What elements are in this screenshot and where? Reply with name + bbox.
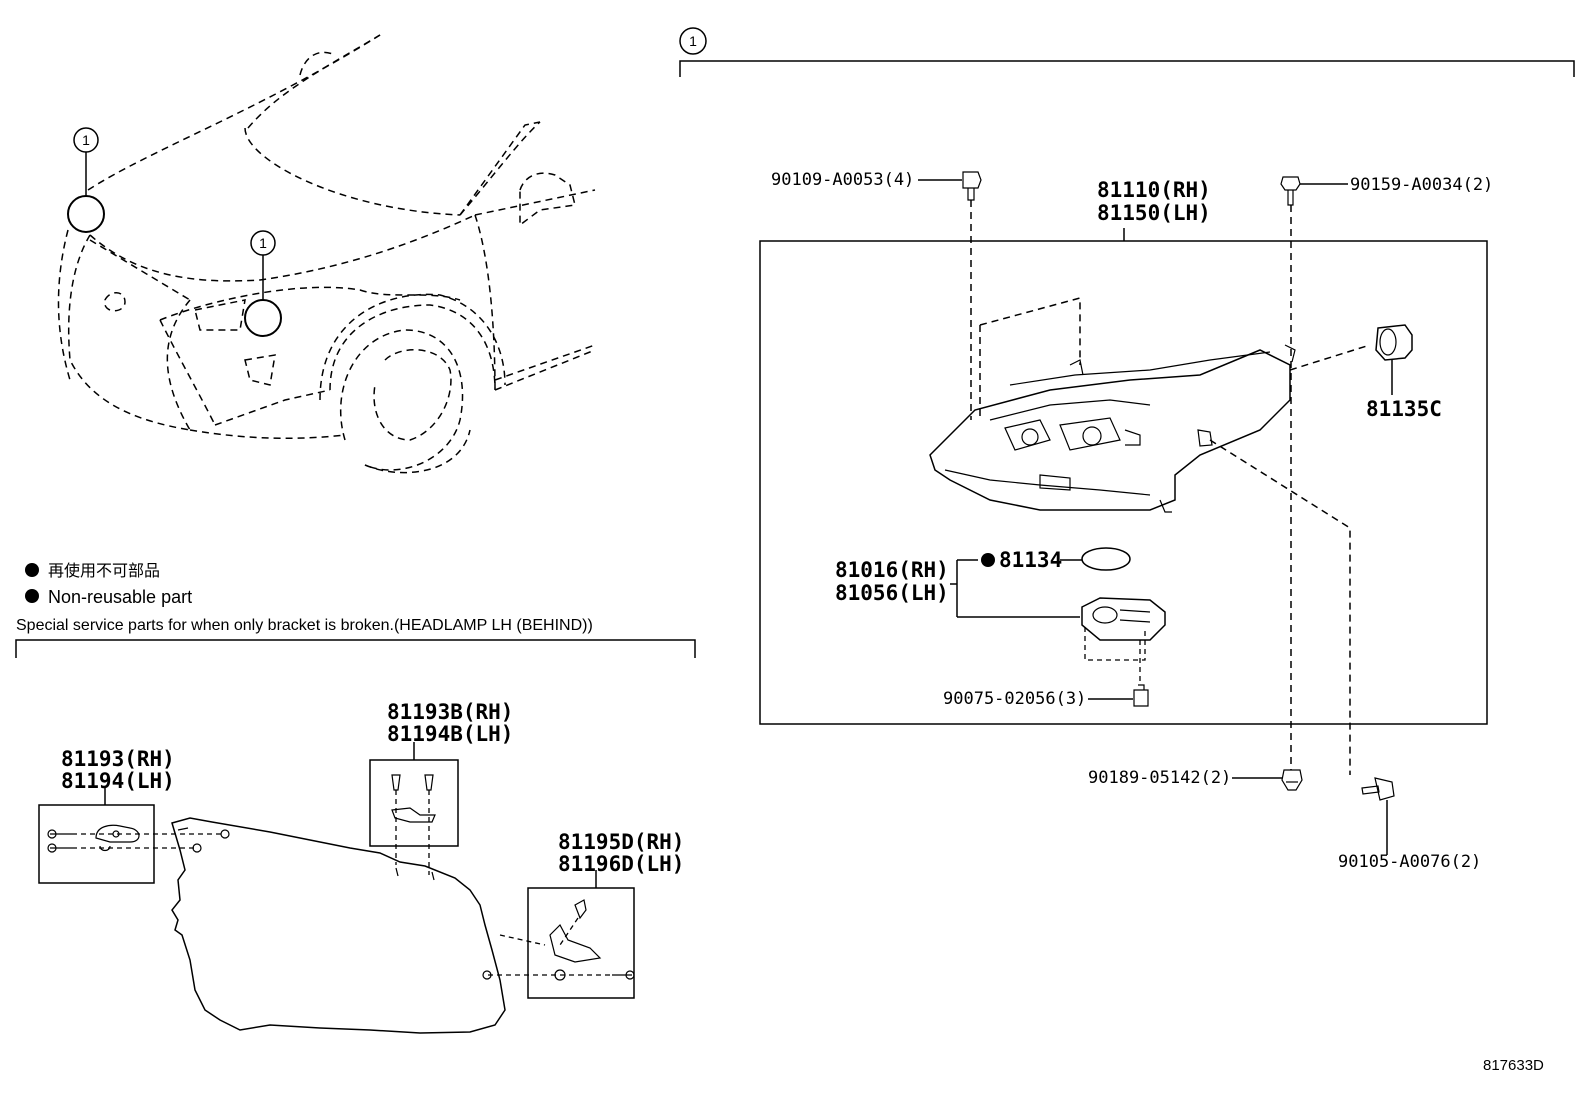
headlamp-location-circle-left <box>67 195 105 233</box>
screw-icon <box>1280 176 1301 206</box>
svg-text:1: 1 <box>689 33 697 49</box>
filled-circle-icon <box>25 589 39 603</box>
legend: 再使用不可部品 Non-reusable part Special servic… <box>15 562 696 658</box>
bracket-81193B-icon <box>391 774 436 823</box>
callout-1-icon: 1 <box>250 230 276 256</box>
non-reusable-mark-icon <box>981 553 995 567</box>
part-label-81110: 81110(RH) <box>1097 178 1211 202</box>
diagram-reference-number: 817633D <box>1483 1057 1544 1074</box>
legend-english-note: Non-reusable part <box>48 587 192 607</box>
ballast-unit-icon <box>1081 597 1166 641</box>
part-label-90109-A0053: 90109-A0053(4) <box>771 170 914 190</box>
part-label-81193: 81193(RH) <box>61 747 175 771</box>
part-label-90075-02056: 90075-02056(3) <box>943 689 1086 709</box>
part-label-81195D: 81195D(RH) <box>558 830 684 854</box>
headlamp-detail: 1 81110(RH) 81150(LH) 90109-A0053(4) 901… <box>679 27 1575 872</box>
part-label-81135C: 81135C <box>1366 397 1442 421</box>
grommet-icon <box>1281 769 1303 791</box>
vehicle-front-illustration: 1 1 <box>57 34 596 474</box>
part-label-90105-A0076: 90105-A0076(2) <box>1338 852 1481 872</box>
bolt-icon <box>962 171 982 201</box>
special-service-note: Special service parts for when only brac… <box>16 617 593 634</box>
screw-icon <box>1133 684 1149 707</box>
callout-1-icon: 1 <box>73 127 99 153</box>
svg-text:1: 1 <box>259 235 267 251</box>
part-label-81193B: 81193B(RH) <box>387 700 513 724</box>
part-label-81196D: 81196D(LH) <box>558 852 684 876</box>
bracket-detail: 81193(RH) 81194(LH) 81193B(RH) 81194B(LH… <box>38 700 684 1034</box>
part-label-81194: 81194(LH) <box>61 769 175 793</box>
legend-japanese-note: 再使用不可部品 <box>48 562 160 580</box>
headlamp-location-circle-center <box>244 299 282 337</box>
svg-text:1: 1 <box>82 132 90 148</box>
headlamp-assembly-icon <box>929 344 1296 513</box>
bracket-81195D-icon <box>549 899 635 981</box>
callout-1-icon: 1 <box>679 27 707 55</box>
part-label-90189-05142: 90189-05142(2) <box>1088 768 1231 788</box>
screw-icon <box>1361 777 1395 801</box>
part-label-81150: 81150(LH) <box>1097 201 1211 225</box>
part-label-81194B: 81194B(LH) <box>387 722 513 746</box>
bulb-socket-icon <box>1375 324 1413 361</box>
o-ring-icon <box>1081 547 1131 571</box>
bracket-81193-icon <box>47 824 140 853</box>
part-label-81134: 81134 <box>999 548 1062 572</box>
part-label-81056: 81056(LH) <box>835 581 949 605</box>
part-label-81016: 81016(RH) <box>835 558 949 582</box>
part-label-90159-A0034: 90159-A0034(2) <box>1350 175 1493 195</box>
filled-circle-icon <box>25 563 39 577</box>
